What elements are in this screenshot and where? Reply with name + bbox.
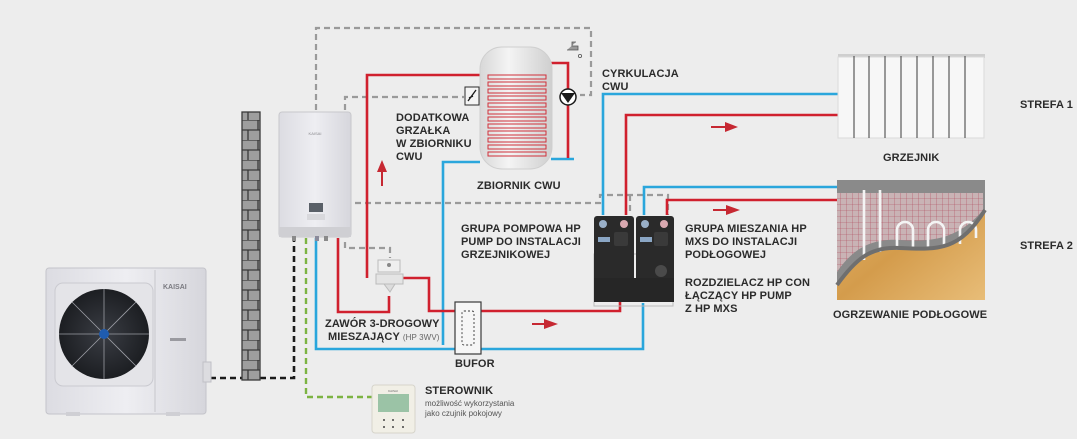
label-controller-description: możliwość wykorzystania jako czujnik pok… [425,399,515,418]
dhw-outlet-pipe [551,61,570,158]
supply-pipe-main [399,276,622,313]
indoor-unit-brand: KAISAI [309,131,322,136]
control-wire-valve [343,242,392,258]
tank-coil [487,74,547,157]
label-additional-heater: DODATKOWA GRZAŁKA W ZBIORNIKU CWU [396,112,472,163]
supply-pipe-radiator [624,113,838,215]
heater-element-icon [464,86,480,106]
circulation-pump-icon [559,88,577,106]
controller-icon: KAISAI [371,384,416,434]
underfloor-heating-icon [835,180,987,300]
label-dhw-tank: ZBIORNIK CWU [477,180,561,192]
flow-arrow-up [377,160,387,186]
label-3way-valve-line1: ZAWÓR 3-DROGOWY [325,318,440,330]
power-link [210,238,296,380]
return-pipe-radiator [601,92,838,215]
control-wire-pumps [345,193,670,215]
supply-pipe-valve [336,238,391,314]
faucet-icon [567,41,583,59]
return-pipe-tank [441,160,480,345]
label-3way-valve-line2: MIESZAJĄCY [328,331,400,343]
label-zone-2: STREFA 2 [1020,240,1073,252]
pump-group-icon [593,216,674,307]
buffer-tank-icon [454,301,482,355]
control-wire-heater [343,95,464,110]
supply-pipe-floor [665,198,838,215]
outdoor-unit-brand: KAISAI [163,284,187,291]
controller-brand: KAISAI [388,389,398,393]
control-wires [314,26,670,258]
radiator-icon [837,54,985,139]
supply-pipe-tank [365,73,480,278]
label-underfloor-heating: OGRZEWANIE PODŁOGOWE [833,309,988,321]
indoor-unit-icon: KAISAI [278,111,352,241]
flow-arrow-buffer [532,319,558,329]
flow-arrow-radiator [711,122,738,132]
flow-arrow-floor [713,205,740,215]
label-zone-1: STREFA 1 [1020,99,1073,111]
label-pump-group: GRUPA POMPOWA HP PUMP DO INSTALACJI GRZE… [461,223,581,261]
brick-wall-icon [241,111,261,381]
dhw-tank-icon [479,46,553,170]
outdoor-unit-icon: KAISAI [45,267,212,416]
label-3way-valve-model: (HP 3WV) [402,333,440,342]
control-wire-top [314,26,593,110]
supply-pipes [336,61,838,314]
label-manifold: ROZDZIELACZ HP CON ŁĄCZĄCY HP PUMP Z HP … [685,277,811,315]
label-dhw-circulation: CYRKULACJA CWU [602,68,679,93]
controller-link [304,238,372,399]
label-mixing-group: GRUPA MIESZANIA HP MXS DO INSTALACJI POD… [685,223,807,261]
return-pipe-floor [642,185,838,215]
label-radiator: GRZEJNIK [883,152,940,164]
three-way-valve-icon [375,259,404,293]
label-3way-valve: ZAWÓR 3-DROGOWY MIESZAJĄCY (HP 3WV) [325,318,440,344]
flow-arrow-icon [377,122,740,329]
label-controller: STEROWNIK [425,385,494,397]
label-buffer: BUFOR [455,358,495,370]
